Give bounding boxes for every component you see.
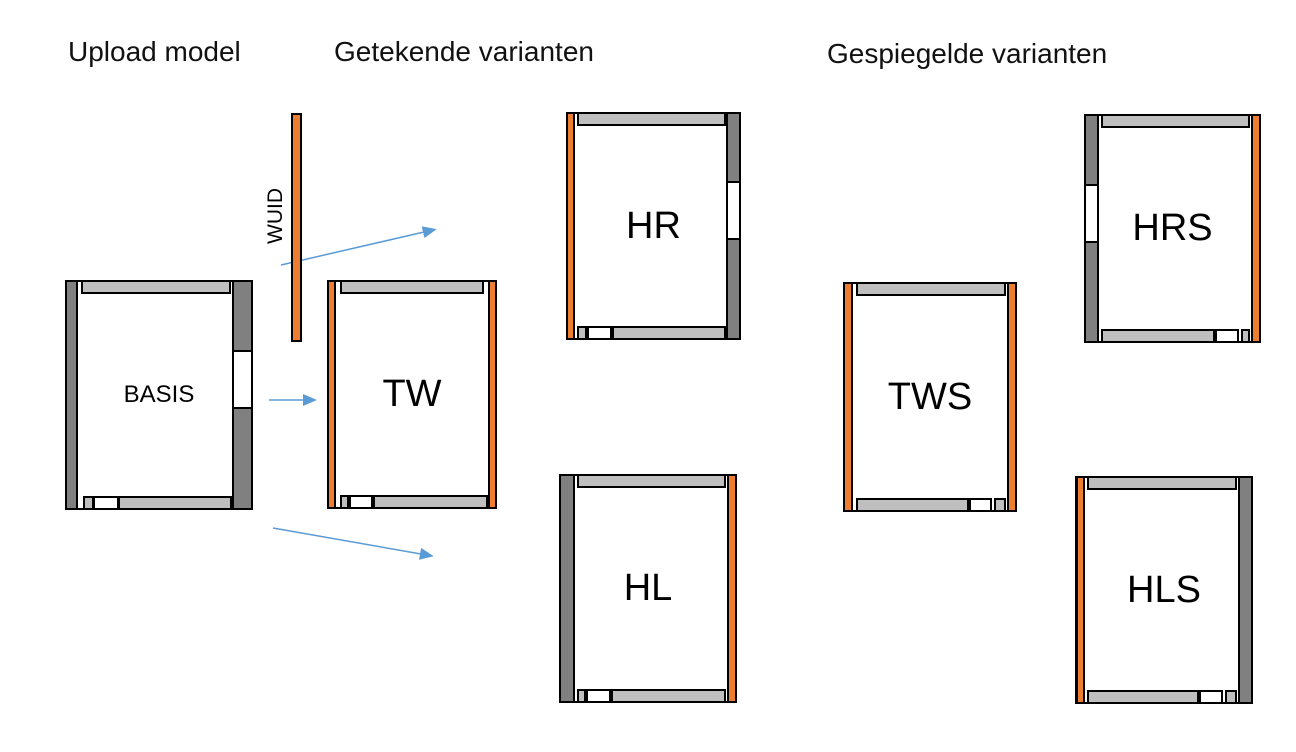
wall-bottom-segment [577, 326, 587, 340]
room-label: HLS [1127, 568, 1201, 611]
wall-right-new [727, 474, 737, 703]
wall-top [577, 474, 726, 488]
wall-left-lower [1084, 241, 1099, 343]
wall-bottom-segment [577, 689, 586, 703]
window [349, 495, 373, 509]
wall-top [856, 282, 1006, 296]
wall-left-new [1076, 476, 1085, 704]
wall-bottom-segment [994, 498, 1006, 512]
wall-top [81, 280, 231, 294]
window [969, 498, 992, 512]
wall-right-new [488, 280, 497, 509]
window [1199, 690, 1223, 704]
floorplan-tw: TW [327, 280, 497, 509]
column-header-upload-model: Upload model [68, 36, 241, 67]
wuid-wall-bar [291, 113, 302, 342]
room-label: BASIS [123, 381, 195, 408]
column-header-mirrored-variants: Gespiegelde varianten [827, 38, 1108, 69]
wall-right-upper [232, 280, 253, 352]
arrow-basis-to-hr [280, 226, 437, 266]
floorplan-hrs: HRS [1084, 114, 1261, 343]
wall-bottom-segment [340, 495, 349, 509]
window [587, 326, 612, 340]
wall-top [1101, 114, 1250, 128]
wall-right [1238, 476, 1253, 704]
floorplan-hr: HR [566, 112, 741, 340]
wall-bottom [1087, 690, 1199, 704]
floorplan-hl: HL [559, 474, 737, 703]
wall-right-upper [726, 112, 741, 183]
wall-bottom [612, 326, 726, 340]
arrow-basis-to-hl [272, 527, 434, 560]
wall-bottom [611, 689, 726, 703]
wall-bottom-segment [1225, 690, 1237, 704]
wall-left-upper [1084, 114, 1099, 186]
wall-left [65, 280, 78, 510]
room-label: TW [382, 373, 442, 415]
floorplan-hls: HLS [1075, 476, 1253, 704]
room-label: TWS [887, 375, 973, 418]
wall-bottom [373, 495, 488, 509]
wall-right-new [1251, 114, 1261, 343]
wall-right-lower [726, 238, 741, 340]
door-opening [232, 352, 253, 407]
wall-left-new [327, 280, 336, 509]
wall-top [340, 280, 484, 294]
wall-left-new [566, 112, 575, 340]
wall-right-lower [232, 407, 253, 510]
wall-left-new [843, 282, 853, 512]
wall-top [577, 112, 726, 126]
door-opening [1084, 186, 1099, 241]
column-header-drawn-variants: Getekende varianten [334, 36, 594, 67]
window [1215, 329, 1239, 343]
wall-bottom-segment [1241, 329, 1250, 343]
door-opening [726, 183, 741, 238]
wall-bottom [1101, 329, 1215, 343]
wuid-label: WUID [264, 188, 287, 244]
wall-bottom [118, 496, 232, 510]
wall-right-new [1007, 282, 1017, 512]
wall-left [559, 474, 575, 703]
floorplan-tws: TWS [843, 282, 1017, 512]
room-label: HRS [1132, 207, 1213, 249]
window [586, 689, 611, 703]
floorplan-basis: BASIS [65, 280, 253, 510]
wall-bottom [856, 498, 969, 512]
room-label: HR [626, 204, 681, 247]
wall-top [1087, 476, 1237, 490]
room-label: HL [623, 567, 673, 609]
